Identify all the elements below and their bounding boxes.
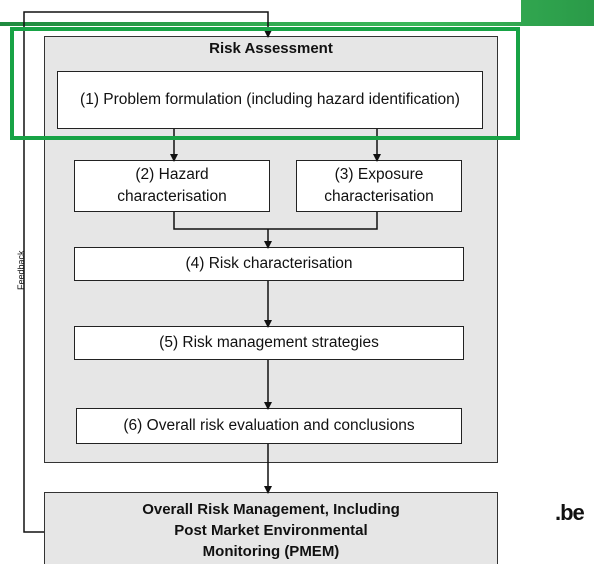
overall-risk-management-box: Overall Risk Management, Including Post … bbox=[44, 492, 498, 564]
step-1-problem-formulation: (1) Problem formulation (including hazar… bbox=[57, 71, 483, 129]
step-3-label: (3) Exposure characterisation bbox=[324, 166, 434, 205]
step-4-risk-characterisation: (4) Risk characterisation bbox=[74, 247, 464, 281]
step-4-label: (4) Risk characterisation bbox=[185, 255, 353, 272]
management-line-1: Overall Risk Management, Including bbox=[142, 501, 400, 518]
merge-2-3-line bbox=[173, 212, 378, 230]
step-2-hazard-characterisation: (2) Hazard characterisation bbox=[74, 160, 270, 212]
management-line-2: Post Market Environmental bbox=[174, 522, 368, 539]
step-6-label: (6) Overall risk evaluation and conclusi… bbox=[123, 417, 415, 434]
feedback-label: Feedback bbox=[16, 250, 26, 290]
top-white-strip bbox=[0, 0, 521, 22]
step-6-overall-risk-evaluation: (6) Overall risk evaluation and conclusi… bbox=[76, 408, 462, 444]
management-line-3: Monitoring (PMEM) bbox=[202, 543, 340, 560]
risk-assessment-title: Risk Assessment bbox=[209, 40, 333, 57]
step-5-label: (5) Risk management strategies bbox=[159, 334, 379, 351]
step-2-label: (2) Hazard characterisation bbox=[117, 166, 227, 205]
be-logo: .be bbox=[555, 500, 585, 525]
feedback-loop-line bbox=[23, 11, 272, 533]
step-1-label: (1) Problem formulation (including hazar… bbox=[80, 91, 460, 108]
highlight-frame bbox=[10, 27, 520, 140]
step-3-exposure-characterisation: (3) Exposure characterisation bbox=[296, 160, 462, 212]
